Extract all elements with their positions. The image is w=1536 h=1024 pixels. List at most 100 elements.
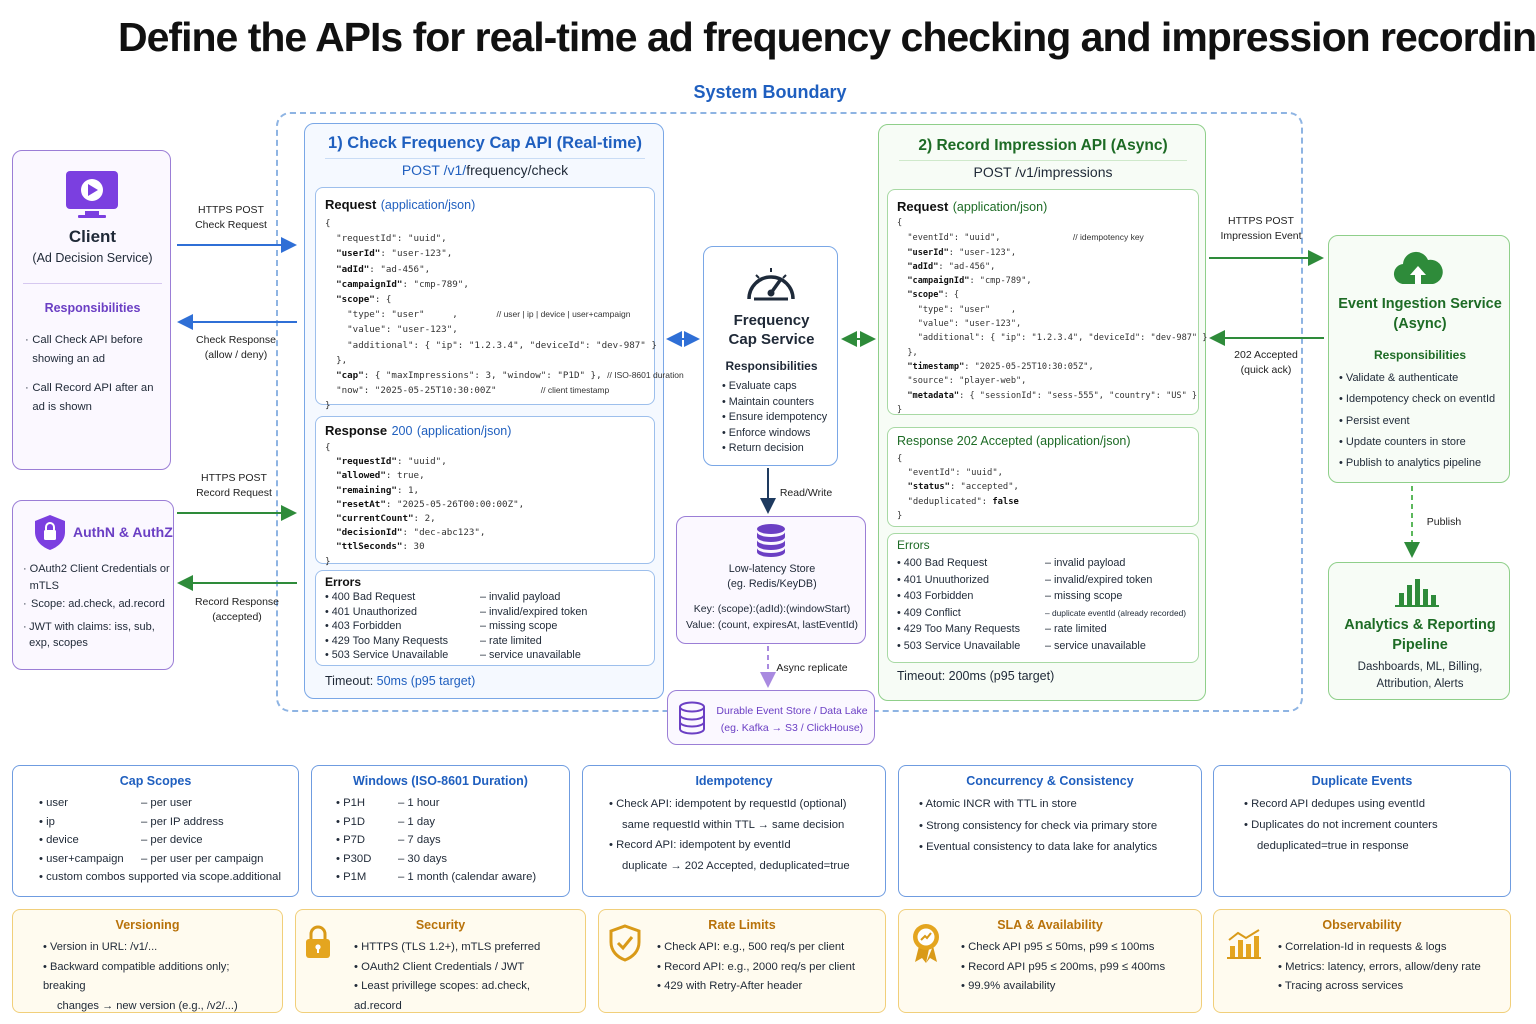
list-item: • user+campaign– per user per campaign	[39, 852, 264, 865]
security-card: Security HTTPS (TLS 1.2+), mTLS preferre…	[295, 909, 586, 1013]
check-request-title: Request (application/json)	[325, 197, 476, 212]
list-item: deduplicated=true in response	[1257, 840, 1409, 852]
list-item: Check API: e.g., 500 req/s per client	[657, 938, 873, 958]
shield-lock-icon	[33, 513, 67, 556]
error-row: • 400 Bad Request– invalid payload	[897, 557, 1126, 569]
page-title: Define the APIs for real-time ad frequen…	[118, 14, 1536, 60]
check-errors-block: Errors • 400 Bad Request– invalid payloa…	[315, 570, 655, 666]
video-play-icon	[65, 169, 121, 226]
record-api-title: 2) Record Impression API (Async)	[918, 137, 1168, 154]
observability-list: Correlation-Id in requests & logs Metric…	[1226, 938, 1498, 997]
card-title: Idempotency	[695, 774, 773, 788]
list-item: • P1D– 1 day	[336, 815, 436, 828]
database-icon	[678, 701, 706, 740]
list-item: • Duplicates do not increment counters	[1244, 819, 1438, 831]
check-api-endpoint: POST /v1/frequency/check	[401, 162, 569, 178]
list-item: ·OAuth2 Client Credentials or mTLS	[23, 563, 170, 592]
record-response-block: Response 202 Accepted (application/json)…	[887, 427, 1199, 527]
error-row: • 503 Service Unavailable– service unava…	[897, 639, 1146, 652]
cap-scopes-list: • user– per user • ip– per IP address • …	[25, 794, 286, 887]
analytics-subtitle: Dashboards, ML, Billing,Attribution, Ale…	[1357, 661, 1483, 690]
list-item: • Record API dedupes using eventId	[1244, 798, 1426, 810]
record-errors-block: Errors • 400 Bad Request– invalid payloa…	[887, 533, 1199, 663]
event-ingestion-service: Event Ingestion Service(Async) Responsib…	[1328, 235, 1510, 483]
check-response-block: Response 200 (application/json) { "reque…	[315, 416, 655, 567]
chart-trend-icon	[1226, 928, 1262, 965]
list-item: ·Call Record API after an ad is shown	[25, 382, 154, 413]
record-request-json: { "eventId": "uuid", // idempotency key …	[897, 218, 1208, 415]
record-timeout: Timeout: 200ms (p95 target)	[897, 669, 1055, 683]
lock-icon	[304, 924, 332, 965]
list-item: Least privillege scopes: ad.check, ad.re…	[354, 977, 573, 1016]
list-item: Metrics: latency, errors, allow/deny rat…	[1278, 958, 1498, 978]
list-item: • Maintain counters	[722, 395, 815, 408]
bar-chart-icon	[1395, 575, 1439, 614]
list-item: ·Call Check API before showing an ad	[25, 334, 143, 365]
auth-title: AuthN & AuthZ	[73, 524, 173, 540]
list-item: Strong consistency for check via primary…	[919, 816, 1189, 838]
duplicate-events-card: Duplicate Events • Record API dedupes us…	[1213, 765, 1511, 897]
auth-box: AuthN & AuthZ ·OAuth2 Client Credentials…	[12, 500, 174, 670]
card-title: Security	[415, 918, 466, 932]
list-item: same requestId within TTL → same decisio…	[622, 818, 845, 831]
list-item: Check API p95 ≤ 50ms, p99 ≤ 100ms	[961, 938, 1189, 958]
windows-list: • P1H– 1 hour • P1D– 1 day • P7D– 7 days…	[324, 794, 557, 887]
ingest-resp-list: • Validate & authenticate • Idempotency …	[1339, 368, 1495, 474]
freq-service-resp-title: Responsibilities	[725, 359, 818, 373]
record-request-block: Request (application/json) { "eventId": …	[887, 189, 1207, 415]
record-request-title: Request (application/json)	[897, 199, 1048, 214]
security-list: HTTPS (TLS 1.2+), mTLS preferred OAuth2 …	[308, 938, 573, 1016]
error-row: • 401 Unauthorized– invalid/expired toke…	[325, 605, 588, 618]
check-request-block: Request (application/json) { "requestId"…	[315, 187, 684, 411]
freq-service-list: • Evaluate caps • Maintain counters • En…	[722, 379, 827, 457]
low-latency-store: Low-latency Store(eg. Redis/KeyDB) Key: …	[676, 516, 866, 644]
client-resp-list: ·Call Check API before showing an ad ·Ca…	[25, 331, 167, 417]
list-item: • Record API: idempotent by eventId	[609, 839, 791, 851]
observability-card: Observability Correlation-Id in requests…	[1213, 909, 1511, 1013]
windows-card: Windows (ISO-8601 Duration) • P1H– 1 hou…	[311, 765, 570, 897]
list-item: Record API: e.g., 2000 req/s per client	[657, 958, 873, 978]
check-response-title: Response 200 (application/json)	[325, 423, 512, 438]
card-title: Cap Scopes	[119, 774, 192, 788]
client-title: Client	[68, 227, 117, 246]
list-item: • Publish to analytics pipeline	[1339, 457, 1482, 470]
check-errors-title: Errors	[325, 575, 362, 589]
error-row: • 429 Too Many Requests– rate limited	[325, 634, 542, 647]
list-item: Tracing across services	[1278, 977, 1498, 997]
error-row: • 409 Conflict– duplicate eventId (alrea…	[897, 606, 1187, 619]
list-item: • Ensure idempotency	[722, 411, 828, 424]
record-response-label: Record Response(accepted)	[194, 596, 280, 623]
cloud-upload-icon	[1393, 250, 1443, 293]
error-row: • 503 Service Unavailable– service unava…	[325, 649, 581, 662]
list-item: OAuth2 Client Credentials / JWT	[354, 958, 573, 978]
card-title: Duplicate Events	[1311, 774, 1413, 788]
store-key-value: Key: (scope):(adId):(windowStart)Value: …	[686, 603, 858, 631]
list-item: • P1H– 1 hour	[336, 797, 440, 809]
record-response-title: Response 202 Accepted (application/json)	[897, 434, 1131, 448]
sla-list: Check API p95 ≤ 50ms, p99 ≤ 100ms Record…	[911, 938, 1189, 997]
check-api-panel: 1) Check Frequency Cap API (Real-time) P…	[304, 123, 684, 699]
list-item: • Check API: idempotent by requestId (op…	[609, 798, 847, 810]
sla-card: SLA & Availability Check API p95 ≤ 50ms,…	[898, 909, 1202, 1013]
record-response-json: { "eventId": "uuid", "status": "accepted…	[897, 454, 1019, 521]
card-title: Windows (ISO-8601 Duration)	[353, 774, 528, 788]
list-item: • Return decision	[722, 442, 804, 455]
list-item: duplicate → 202 Accepted, deduplicated=t…	[622, 859, 850, 872]
check-errors-list: • 400 Bad Request– invalid payload • 401…	[325, 590, 650, 663]
list-item: HTTPS (TLS 1.2+), mTLS preferred	[354, 938, 573, 958]
list-item: Eventual consistency to data lake for an…	[919, 837, 1189, 859]
check-response-json: { "requestId": "uuid", "allowed": true, …	[325, 442, 525, 567]
durable-store-title: Durable Event Store / Data Lake(eg. Kafk…	[716, 705, 868, 734]
client-subtitle: (Ad Decision Service)	[32, 251, 153, 265]
error-row: • 429 Too Many Requests– rate limited	[897, 623, 1107, 636]
list-item: Atomic INCR with TTL in store	[919, 794, 1189, 816]
ingest-title: Event Ingestion Service(Async)	[1338, 296, 1502, 332]
record-api-panel: 2) Record Impression API (Async) POST /v…	[878, 124, 1207, 701]
client-box: Client (Ad Decision Service) Responsibil…	[12, 150, 171, 470]
